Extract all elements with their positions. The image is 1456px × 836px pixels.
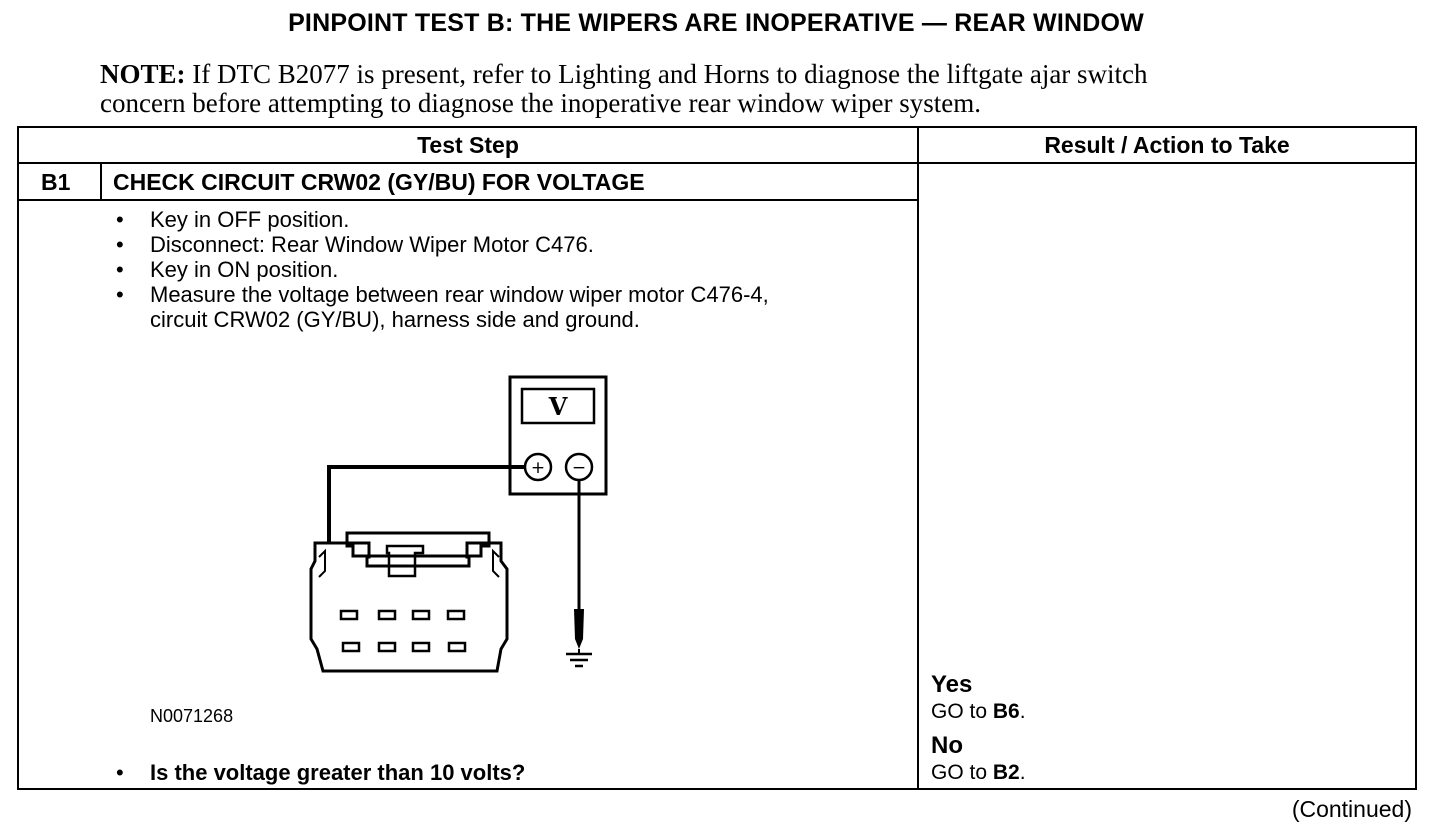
connector-c476-icon	[309, 531, 509, 673]
answer-no-prefix: GO to	[931, 761, 993, 784]
answer-no-step: B2	[992, 761, 1020, 784]
note: NOTE: If DTC B2077 is present, refer to …	[100, 60, 1330, 118]
negative-probe-icon	[574, 609, 584, 649]
step-row-divider	[19, 199, 917, 201]
answer-no-period: .	[1019, 761, 1026, 784]
step-id: B1	[41, 169, 71, 195]
step-question: Is the voltage greater than 10 volts?	[114, 760, 525, 786]
positive-terminal-label: +	[531, 458, 545, 478]
page-title: PINPOINT TEST B: THE WIPERS ARE INOPERAT…	[288, 9, 1144, 37]
figure-id: N0071268	[150, 706, 234, 726]
step-bullet-line: Measure the voltage between rear window …	[150, 282, 769, 307]
voltmeter-connector-diagram: V + −	[309, 375, 608, 673]
note-text-2: concern before attempting to diagnose th…	[100, 88, 981, 118]
step-bullet: Disconnect: Rear Window Wiper Motor C476…	[114, 232, 769, 257]
step-bullet: Key in OFF position.	[114, 207, 769, 232]
voltmeter-display	[520, 387, 596, 425]
note-text-1: If DTC B2077 is present, refer to Lighti…	[192, 59, 1148, 89]
header-divider	[19, 162, 1415, 164]
answer-yes-period: .	[1019, 700, 1026, 723]
note-label: NOTE:	[100, 59, 186, 89]
answer-yes-step: B6	[992, 700, 1020, 723]
connector-pins	[339, 609, 467, 653]
pinpoint-table: Test Step Result / Action to Take B1 CHE…	[17, 126, 1417, 790]
step-id-divider	[100, 164, 102, 200]
answer-yes-label: Yes	[931, 671, 973, 698]
header-test-step: Test Step	[417, 132, 519, 158]
answer-yes-prefix: GO to	[931, 700, 993, 723]
negative-terminal-label: −	[572, 458, 586, 478]
step-bullet: Key in ON position.	[114, 257, 769, 282]
answer-no-action: GO to B2.	[931, 761, 1026, 785]
ground-icon	[566, 652, 592, 668]
note-line-1: NOTE: If DTC B2077 is present, refer to …	[100, 60, 1330, 89]
step-bullet-line: circuit CRW02 (GY/BU), harness side and …	[150, 307, 640, 332]
step-heading: CHECK CIRCUIT CRW02 (GY/BU) FOR VOLTAGE	[113, 169, 645, 195]
continued-label: (Continued)	[1291, 796, 1412, 822]
answer-no-label: No	[931, 732, 963, 759]
step-instructions: Key in OFF position. Disconnect: Rear Wi…	[114, 207, 769, 332]
column-divider	[917, 128, 919, 788]
header-result: Result / Action to Take	[1044, 132, 1290, 158]
answer-yes-action: GO to B6.	[931, 700, 1026, 724]
voltmeter-label: V	[548, 392, 568, 421]
step-bullet: Measure the voltage between rear window …	[114, 282, 769, 332]
